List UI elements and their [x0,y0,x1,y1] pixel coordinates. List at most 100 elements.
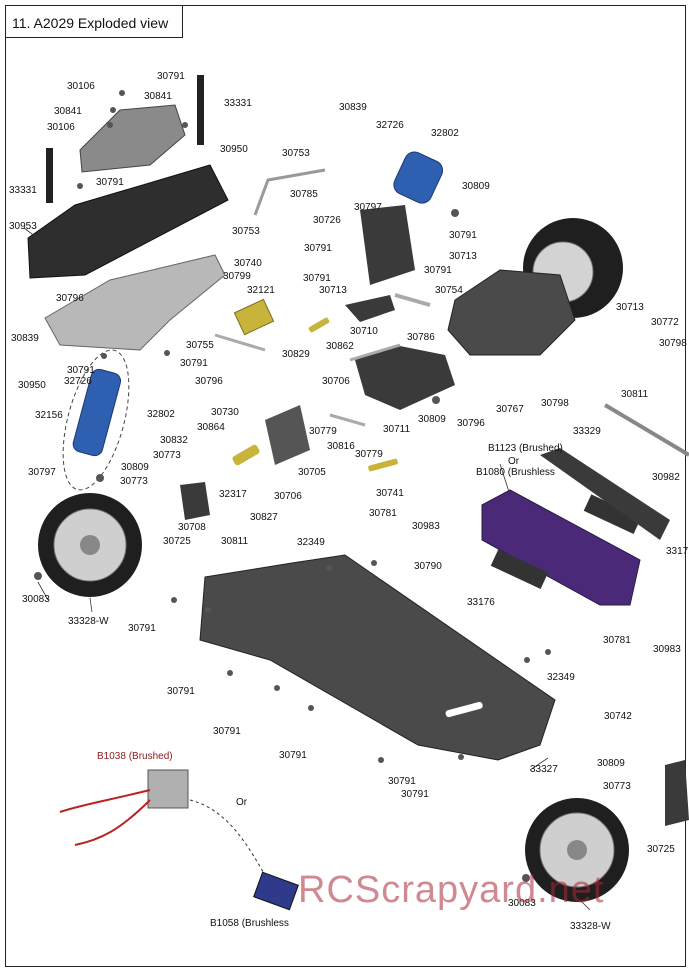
part-label: 30809 [418,414,446,425]
part-label: 30711 [383,424,411,435]
part-label: 30754 [435,285,463,296]
part-label: 30781 [369,508,397,519]
gold-plate-32121 [233,298,275,336]
watermark: RCScrapyard.net [298,869,605,911]
part-label: 30725 [647,844,675,855]
battery-pack [481,489,641,606]
link-30754 [394,293,431,307]
knuckle-right [665,760,689,826]
battery-strap-30982 [540,448,670,540]
driveshaft-33329 [603,403,689,457]
part-label: 30953 [9,221,37,232]
part-label: 30781 [603,635,631,646]
page-title: 11. A2029 Exploded view [12,15,169,31]
part-label: 32726 [64,376,92,387]
front-upper-arm [345,295,395,322]
part-label: 30796 [195,376,223,387]
part-label: 33331 [224,98,252,109]
front-bumper-plate [44,254,226,351]
bumper-foam [27,164,229,279]
part-label: 30726 [313,215,341,226]
part-label: 30725 [163,536,191,547]
part-label: 30950 [220,144,248,155]
part-label: 30742 [604,711,632,722]
part-label: 30796 [56,293,84,304]
part-label: 30083 [22,594,50,605]
part-label: 30862 [326,341,354,352]
esc-brushed [147,769,189,809]
front-shock-spring [72,368,122,457]
part-label: 3317 [666,546,689,557]
part-label: 30753 [282,148,310,159]
part-label: 30773 [153,450,181,461]
part-label: 30811 [221,536,249,547]
part-label: 30083 [508,898,536,909]
part-label: 30791 [213,726,241,737]
part-label: 33328-W [570,921,611,932]
part-label: 30785 [290,189,318,200]
part-label: 30839 [11,333,39,344]
main-chassis-plate [199,554,556,761]
part-label: 32317 [219,489,247,500]
part-label: 30816 [327,441,355,452]
part-label: 32156 [35,410,63,421]
part-label: 30950 [18,380,46,391]
part-label: 30791 [67,365,95,376]
part-label: 30983 [412,521,440,532]
part-label: 30791 [157,71,185,82]
tower-30726 [360,205,415,285]
body-post-left [46,148,53,203]
part-label: 30786 [407,332,435,343]
diagram-frame [5,5,686,967]
bumper-holder [79,104,186,173]
part-label: 30832 [160,435,188,446]
part-label: 30809 [597,758,625,769]
part-label: 33331 [9,185,37,196]
part-label: 32349 [297,537,325,548]
part-label: 30798 [659,338,687,349]
part-label: 30791 [180,358,208,369]
part-label: 30841 [54,106,82,117]
part-label: 32802 [147,409,175,420]
esc-wires [59,789,151,846]
leader-lines [23,227,591,911]
knuckle-30708 [180,482,210,520]
title-box: 11. A2029 Exploded view [5,5,183,38]
part-label: 30755 [186,340,214,351]
rear-lower-arm [355,345,455,410]
part-label: 30809 [121,462,149,473]
battery-foam-lower [490,549,549,589]
part-label: 30790 [414,561,442,572]
part-label: 33327 [530,764,558,775]
part-label: 30779 [309,426,337,437]
part-label: Or [508,456,520,467]
part-label: 30773 [120,476,148,487]
part-label: 30827 [250,512,278,523]
part-label: 30791 [303,273,331,284]
part-label: 30779 [355,449,383,460]
part-label-esc-brushed: B1038 (Brushed) [97,751,173,762]
part-label: 30730 [211,407,239,418]
part-label: 30829 [282,349,310,360]
part-label: 30791 [304,243,332,254]
link-30862 [349,343,401,362]
part-label: 30799 [223,271,251,282]
esc-brushless [253,871,299,911]
part-label: 30713 [449,251,477,262]
part-label: 30864 [197,422,225,433]
rear-shock-spring [393,151,444,204]
body-post-right [197,75,204,145]
part-label: 30798 [541,398,569,409]
part-label: 30706 [274,491,302,502]
part-label: 30791 [401,789,429,800]
link-30816 [329,413,366,427]
part-label: 30705 [298,467,326,478]
part-label-esc-brushless: B1058 (Brushless [210,918,289,929]
part-label: 33329 [573,426,601,437]
part-label: 30796 [457,418,485,429]
battery-foam-upper [583,494,642,534]
sway-bar-30753 [253,168,326,216]
part-label: 30706 [322,376,350,387]
part-label: 30713 [616,302,644,313]
